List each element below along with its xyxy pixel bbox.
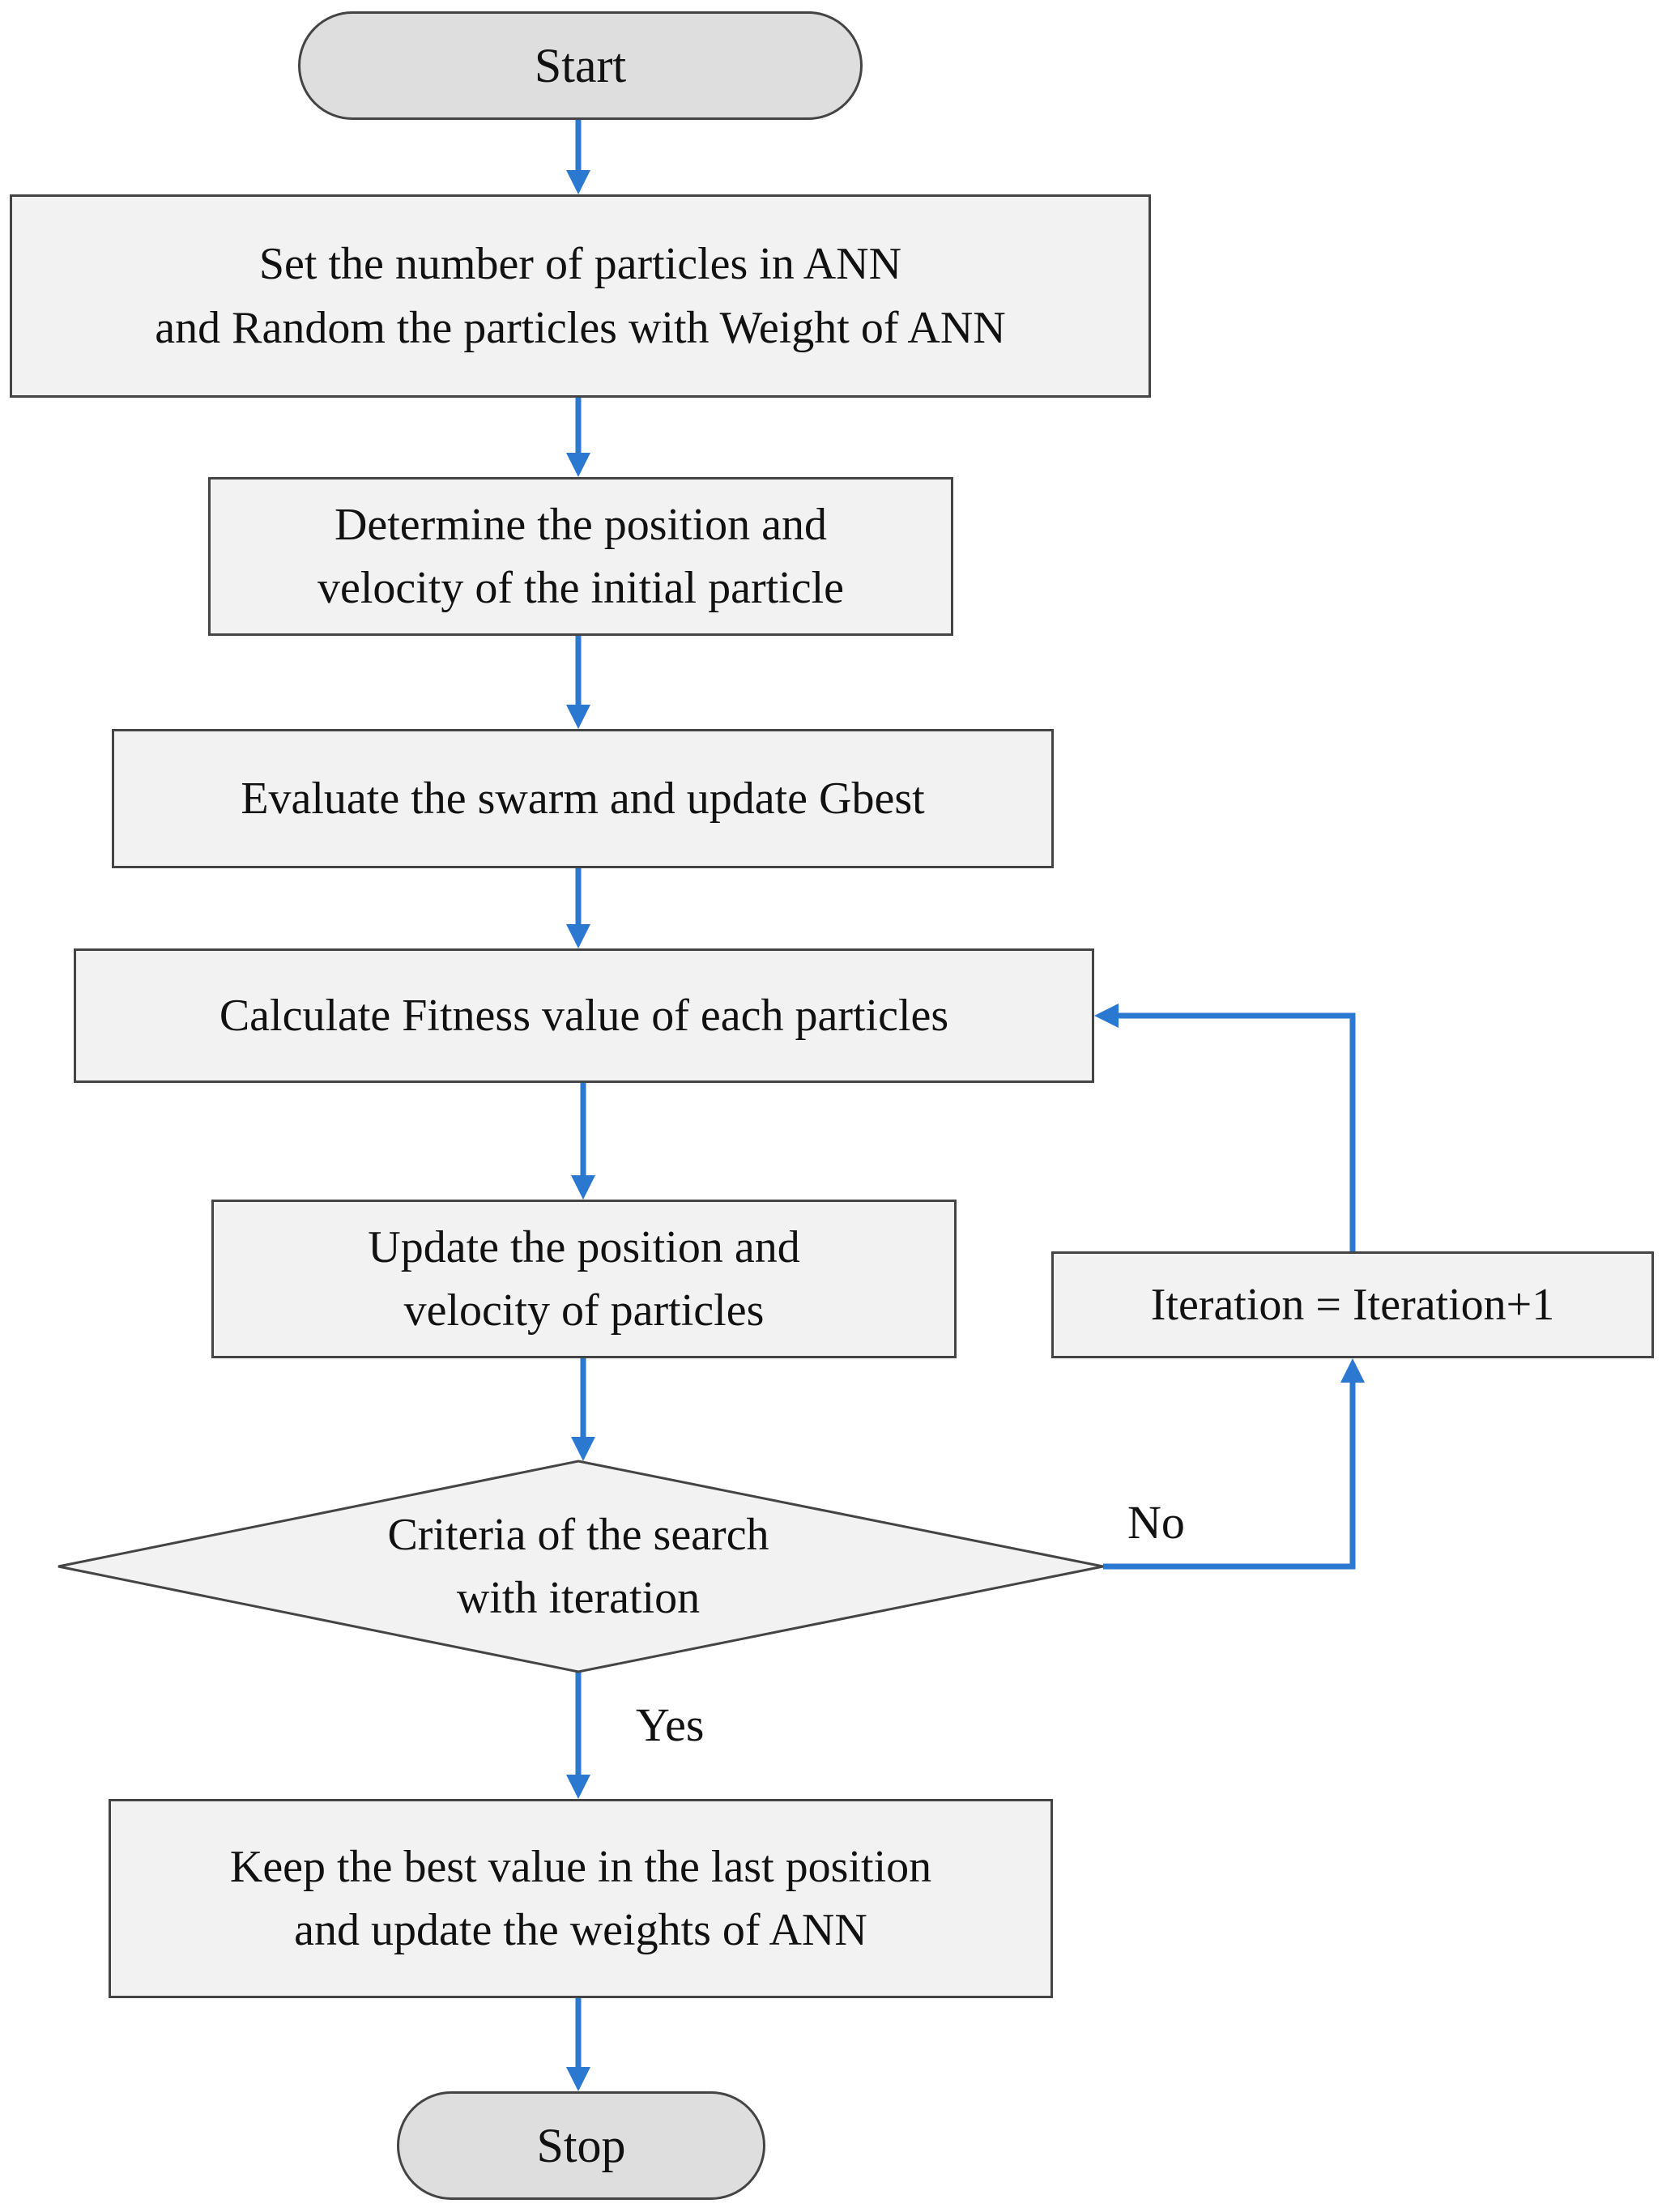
yes-edge-label: Yes bbox=[636, 1698, 705, 1751]
decision-line-2: with iteration bbox=[456, 1573, 701, 1624]
keep-best-line-1: Keep the best value in the last position bbox=[229, 1841, 932, 1892]
arrow-decision-yes-to-keep-head bbox=[566, 1775, 590, 1799]
arrow-decision-no-to-iteration bbox=[1103, 1379, 1356, 1570]
determine-position-line-2: velocity of the initial particle bbox=[317, 563, 844, 613]
iteration-increment-box: Iteration = Iteration+1 bbox=[1051, 1251, 1654, 1358]
arrow-init-to-position-head bbox=[566, 453, 590, 477]
arrow-iteration-to-fitness-head bbox=[1094, 1004, 1119, 1028]
keep-best-box: Keep the best value in the last position… bbox=[109, 1799, 1053, 1998]
arrow-start-to-init-head bbox=[566, 170, 590, 194]
arrow-evaluate-to-fitness-head bbox=[566, 924, 590, 948]
stop-label: Stop bbox=[536, 2119, 626, 2172]
evaluate-swarm-box: Evaluate the swarm and update Gbest bbox=[112, 729, 1054, 868]
calculate-fitness-label: Calculate Fitness value of each particle… bbox=[219, 990, 949, 1041]
keep-best-line-2: and update the weights of ANN bbox=[294, 1905, 867, 1955]
arrow-position-to-evaluate-head bbox=[566, 705, 590, 729]
arrow-iteration-to-fitness bbox=[1115, 1012, 1356, 1251]
start-label: Start bbox=[534, 39, 627, 92]
start-terminal: Start bbox=[298, 11, 863, 120]
determine-position-box: Determine the position and velocity of t… bbox=[208, 477, 953, 636]
arrow-decision-no-to-iteration-head bbox=[1340, 1358, 1365, 1383]
update-particles-box: Update the position and velocity of part… bbox=[211, 1200, 957, 1358]
decision-label: Criteria of the search with iteration bbox=[254, 1503, 902, 1630]
arrow-fitness-to-update-head bbox=[571, 1175, 595, 1200]
no-edge-label: No bbox=[1127, 1496, 1185, 1549]
arrow-update-to-decision-head bbox=[571, 1437, 595, 1461]
init-particles-box: Set the number of particles in ANN and R… bbox=[10, 194, 1151, 398]
evaluate-swarm-label: Evaluate the swarm and update Gbest bbox=[241, 773, 925, 824]
update-particles-line-2: velocity of particles bbox=[403, 1285, 765, 1336]
init-particles-line-2: and Random the particles with Weight of … bbox=[155, 302, 1006, 353]
iteration-increment-label: Iteration = Iteration+1 bbox=[1150, 1279, 1555, 1330]
update-particles-line-1: Update the position and bbox=[368, 1221, 800, 1272]
calculate-fitness-box: Calculate Fitness value of each particle… bbox=[74, 948, 1094, 1083]
arrow-keep-to-stop-head bbox=[566, 2067, 590, 2091]
determine-position-line-1: Determine the position and bbox=[334, 499, 828, 550]
stop-terminal: Stop bbox=[397, 2091, 765, 2200]
decision-diamond bbox=[58, 1460, 1104, 1673]
decision-line-1: Criteria of the search bbox=[387, 1510, 769, 1560]
init-particles-line-1: Set the number of particles in ANN bbox=[258, 239, 902, 290]
